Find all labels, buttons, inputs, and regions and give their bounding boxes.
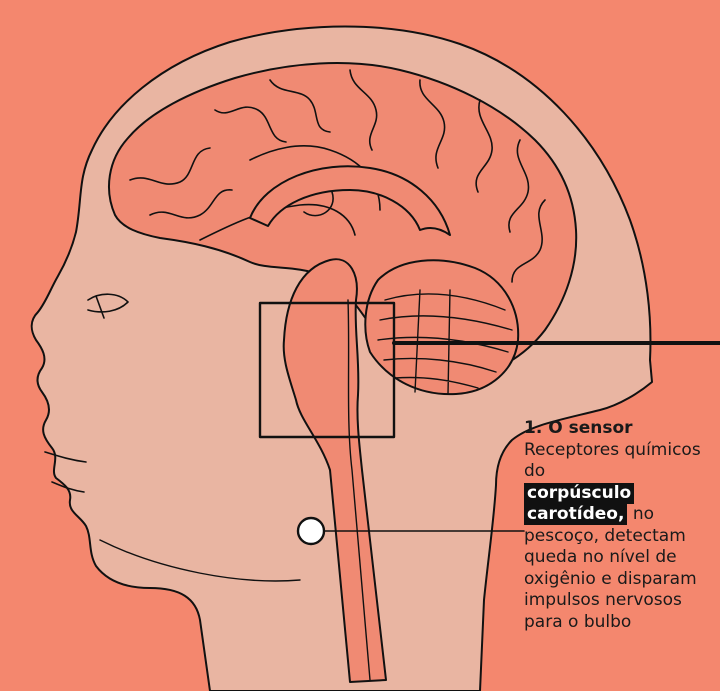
caption-highlight-1: corpúsculo [524,483,634,504]
sensor-caption: 1. O sensor Receptores químicos do corpú… [524,418,720,633]
caption-title: 1. O sensor [524,418,720,440]
caption-text-before: Receptores químicos do [524,440,701,482]
caption-highlight-2: carotídeo, [524,504,627,525]
carotid-body-marker [298,518,324,544]
